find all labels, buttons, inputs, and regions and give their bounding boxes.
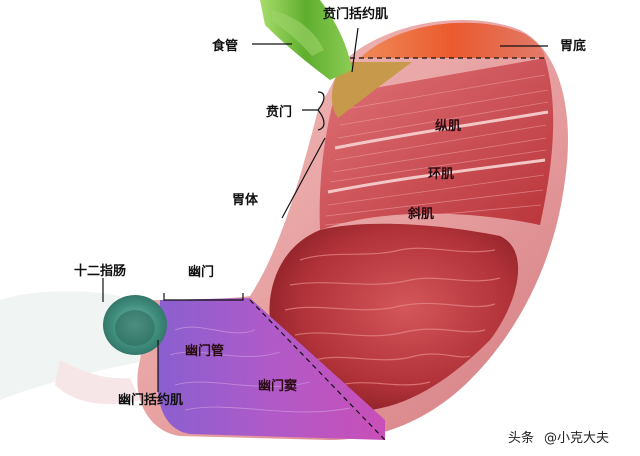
duodenum-lumen	[115, 310, 155, 346]
muscle-layer-band	[319, 58, 554, 230]
mucosa-folds	[284, 247, 501, 386]
fundus-region	[360, 22, 545, 58]
watermark-source: 头条	[508, 430, 534, 446]
esophagus-inner	[272, 10, 324, 56]
leader-lines	[102, 27, 548, 392]
label-esophagus: 食管	[212, 38, 238, 54]
gastric-mucosa	[269, 223, 519, 410]
pyloric-region	[157, 298, 385, 440]
label-pyloric-canal: 幽门管	[185, 343, 224, 359]
label-longitudinal-muscle: 纵肌	[435, 118, 461, 134]
dashed-boundaries	[249, 57, 548, 441]
label-cardia-sphincter: 贲门括约肌	[323, 6, 388, 22]
label-circular-muscle: 环肌	[428, 167, 454, 182]
watermark-handle: @小克大夫	[544, 431, 609, 446]
label-pyloric-antrum: 幽门窦	[258, 378, 297, 394]
muscle-fibers	[324, 74, 549, 226]
label-pyloric-sphincter: 幽门括约肌	[118, 392, 183, 408]
label-oblique-muscle: 斜肌	[407, 206, 434, 222]
label-fundus: 胃底	[560, 38, 586, 54]
duodenum-tube-shade	[55, 360, 140, 405]
muscle-layer-dividers	[327, 110, 549, 194]
cardia-region	[331, 62, 412, 118]
pyloric-folds	[169, 326, 351, 413]
label-cardia: 贲门	[266, 104, 292, 120]
label-gastric-body: 胃体	[232, 192, 259, 208]
label-pylorus: 幽门	[188, 264, 214, 280]
label-duodenum: 十二指肠	[74, 263, 126, 279]
